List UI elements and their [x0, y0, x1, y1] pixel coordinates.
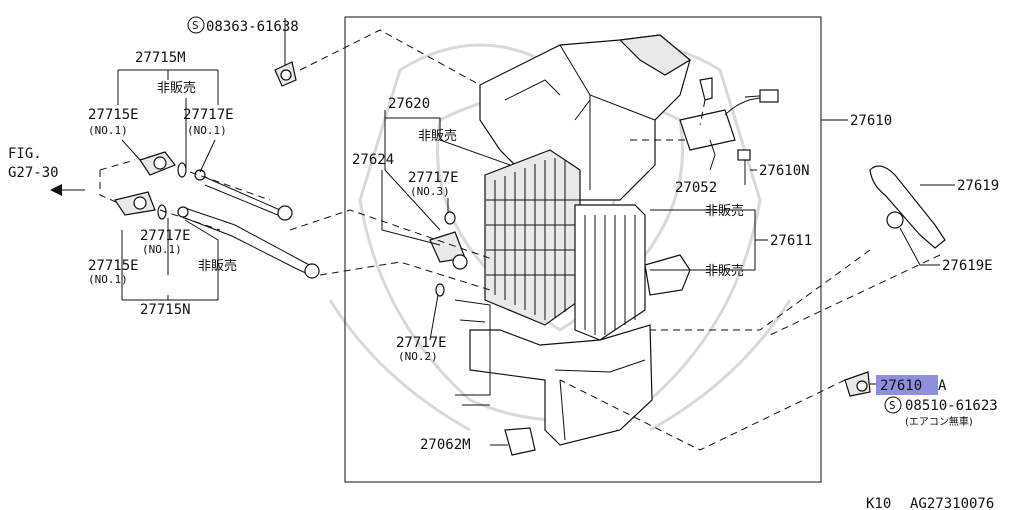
label-27619E[interactable]: 27619E [942, 258, 993, 274]
label-27717E-lower[interactable]: 27717E [140, 228, 191, 244]
label-27715M[interactable]: 27715M [135, 50, 186, 66]
label-27717E-no2[interactable]: 27717E [396, 335, 447, 351]
fig-ref-line1[interactable]: FIG. [8, 146, 42, 162]
label-27611[interactable]: 27611 [770, 233, 812, 249]
label-27062M[interactable]: 27062M [420, 437, 471, 453]
s-symbols [187, 16, 902, 414]
label-27610[interactable]: 27610 [850, 113, 892, 129]
label-27717E-lower-no: (NO.1) [142, 243, 182, 256]
assembly-frame [344, 16, 822, 483]
label-27715E-upper[interactable]: 27715E [88, 107, 139, 123]
label-27717E-no3-no: (NO.3) [410, 185, 450, 198]
footer-model: K10 [866, 496, 891, 510]
connector-27062M [504, 427, 536, 456]
footer-catalog-id: AG27310076 [910, 496, 994, 510]
label-27717E-no3[interactable]: 27717E [408, 170, 459, 186]
label-27052[interactable]: 27052 [675, 180, 717, 196]
label-27715E-upper-no: (NO.1) [88, 124, 128, 137]
label-27610A[interactable]: 27610 [880, 378, 922, 394]
leader-lines [50, 18, 955, 451]
label-bolt-bottom-note: (エアコン無車) [905, 415, 973, 428]
label-27610N[interactable]: 27610N [759, 163, 810, 179]
label-not-sold-right-upper: 非販売 [705, 203, 744, 219]
refrigerant-pipes [114, 151, 320, 279]
label-not-sold-right-lower: 非販売 [705, 263, 744, 279]
label-27717E-no2-no: (NO.2) [398, 350, 438, 363]
label-27715E-lower[interactable]: 27715E [88, 258, 139, 274]
s-symbol-top: S [192, 19, 199, 32]
label-27717E-upper-no: (NO.1) [187, 124, 227, 137]
thermo-sensor [737, 149, 751, 185]
label-27619[interactable]: 27619 [957, 178, 999, 194]
grommets [429, 211, 468, 297]
label-bolt-top[interactable]: 08363-61638 [206, 19, 299, 35]
s-symbol-bottom: S [889, 399, 896, 412]
drain-hose [869, 165, 946, 249]
highlight-27610A [876, 375, 938, 395]
label-27610A-suffix[interactable]: A [938, 378, 947, 394]
label-not-sold-center: 非販売 [418, 128, 457, 144]
label-27717E-upper[interactable]: 27717E [183, 107, 234, 123]
amplifier-unit [679, 77, 779, 151]
label-27715E-lower-no: (NO.1) [88, 273, 128, 286]
bolt-top [274, 61, 297, 87]
fig-ref-line2[interactable]: G27-30 [8, 165, 59, 181]
label-27624[interactable]: 27624 [352, 152, 394, 168]
label-27715N[interactable]: 27715N [140, 302, 191, 318]
label-not-sold-top-left: 非販売 [157, 80, 196, 96]
label-bolt-bottom[interactable]: 08510-61623 [905, 398, 998, 414]
evaporator-case-assembly [454, 34, 692, 446]
label-27620[interactable]: 27620 [388, 96, 430, 112]
bolt-right [844, 371, 871, 397]
label-not-sold-lower-left: 非販売 [198, 258, 237, 274]
